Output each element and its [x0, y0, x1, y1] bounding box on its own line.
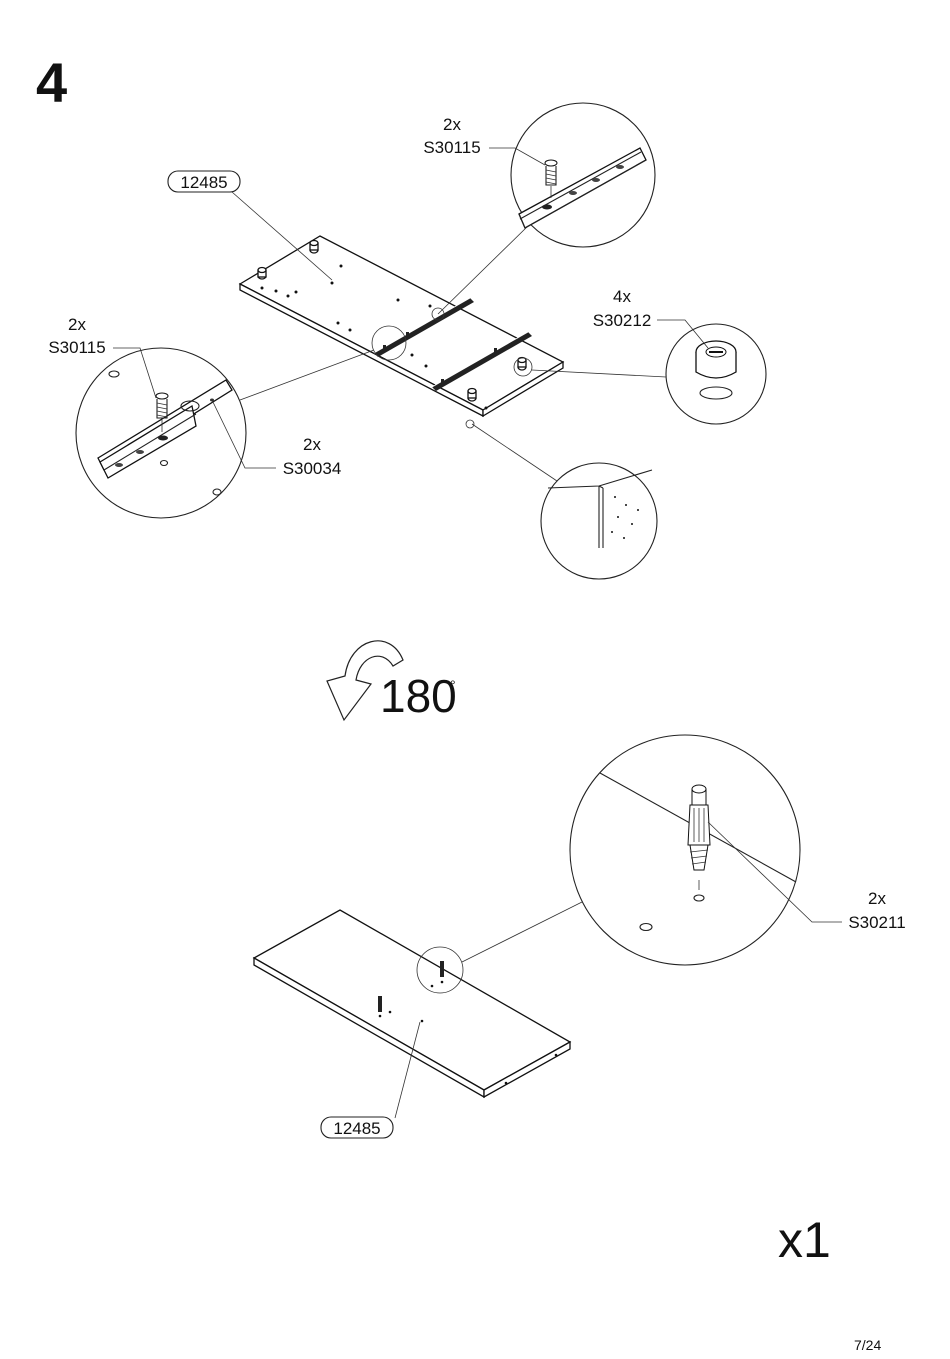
drawer-rail-icon [373, 297, 532, 391]
detail-board-corner [471, 423, 658, 580]
detail-cam-locks: 4x S30212 [531, 287, 767, 425]
detail-rail-screws-right: 2x S30115 [423, 102, 656, 315]
dowel-icon [378, 961, 444, 1012]
cam-locks-code: S30212 [593, 311, 652, 330]
rail-screws-right-code: S30115 [423, 138, 480, 157]
cam-lock-icon [695, 340, 737, 400]
rail-qty: 2x [303, 435, 321, 454]
rail-screws-left-code: S30115 [48, 338, 105, 357]
detail-rail-screws-left: 2x S30115 [48, 315, 375, 519]
detail-cam-dowels: 2x S30211 [461, 734, 906, 966]
quantity-multiplier: x1 [778, 1212, 831, 1268]
bottom-board [252, 909, 572, 1099]
rail-code: S30034 [283, 459, 342, 478]
cam-lock-icon [257, 239, 527, 402]
rail-screws-left-qty: 2x [68, 315, 86, 334]
screw-icon [544, 159, 558, 198]
rail-label: 2x S30034 [211, 399, 342, 478]
top-board [238, 235, 565, 429]
cam-dowel-icon [639, 784, 711, 932]
rotation-value: 180 [380, 670, 457, 722]
top-board-part-number: 12485 [180, 173, 227, 192]
cam-dowels-code: S30211 [848, 913, 905, 932]
bottom-board-part-number: 12485 [333, 1119, 380, 1138]
rail-screws-right-qty: 2x [443, 115, 461, 134]
rotation-unit: ° [450, 677, 456, 693]
rotate-180-indicator: 180 ° [326, 640, 457, 722]
top-board-part-label: 12485 [167, 170, 333, 281]
screw-icon [155, 392, 169, 432]
rotate-arrow-icon [326, 640, 404, 722]
bottom-board-part-label: 12485 [320, 1021, 421, 1139]
page-number: 7/24 [854, 1337, 881, 1353]
cam-dowels-qty: 2x [868, 889, 886, 908]
cam-locks-qty: 4x [613, 287, 631, 306]
step-number: 4 [36, 51, 67, 114]
